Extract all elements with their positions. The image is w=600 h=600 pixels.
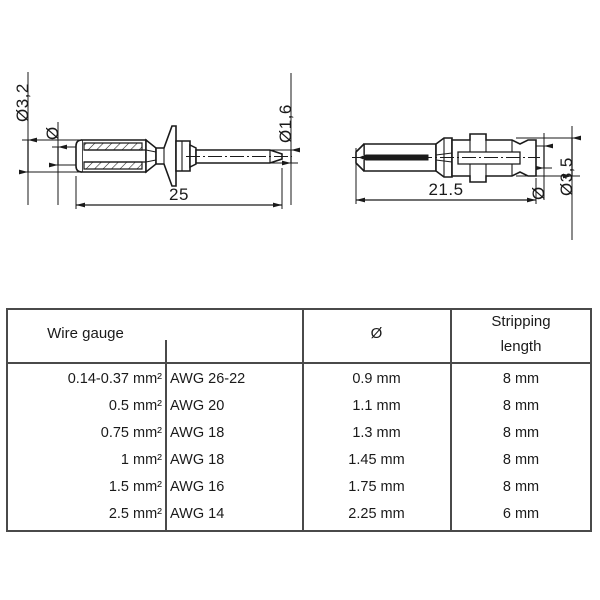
table-header-wire-gauge: Wire gauge [47, 325, 124, 342]
pin-length-dimension: 25 [75, 168, 283, 209]
pin-crimp-diameter-dimension: Ø [43, 126, 67, 168]
socket-body [352, 133, 540, 183]
pin-shoulder-ring [175, 140, 197, 172]
table-divider-stripping [450, 308, 452, 532]
pin-crimp-barrel [75, 139, 147, 173]
table-header-diameter: Ø [370, 325, 383, 342]
pin-diameter-1-6-label: Ø1,6 [276, 104, 295, 143]
table-cell-stripping: 8 mm [502, 479, 540, 495]
pin-diameter-3-2-dimension: Ø3,2 [13, 83, 37, 175]
table-header-separator [6, 362, 592, 364]
table-divider-diameter [302, 308, 304, 532]
table-cell-diameter: 1.75 mm [348, 479, 405, 495]
table-cell-diameter: 1.45 mm [348, 452, 405, 468]
technical-drawing-svg: Ø3,2 Ø Ø1,6 [13, 72, 581, 240]
table-cell-area: 0.75 mm² [100, 425, 162, 441]
pin-drawing: Ø3,2 Ø Ø1,6 [13, 72, 300, 209]
table-header-stripping-line1: Stripping [491, 313, 551, 330]
pin-witness-lines [22, 72, 298, 205]
socket-outer-diameter-label: Ø3,5 [557, 157, 576, 196]
socket-inner-diameter-label: Ø [529, 186, 548, 200]
table-cell-stripping: 8 mm [502, 398, 540, 414]
table-cell-stripping: 8 mm [502, 452, 540, 468]
table-cell-stripping: 6 mm [502, 506, 540, 522]
table-cell-diameter: 1.1 mm [352, 398, 401, 414]
table-cell-awg: AWG 26-22 [170, 371, 246, 387]
pin-diameter-3-2-label: Ø3,2 [13, 83, 32, 122]
socket-drawing: Ø Ø3,5 [352, 126, 581, 240]
socket-length-dimension: 21.5 [355, 148, 537, 204]
table-cell-diameter: 0.9 mm [352, 371, 401, 387]
pin-shaft [186, 149, 292, 164]
pin-crimp-diameter-label: Ø [43, 126, 62, 140]
table-cell-area: 1 mm² [120, 452, 162, 468]
table-cell-area: 0.5 mm² [108, 398, 162, 414]
pin-transition-cone [145, 138, 157, 174]
table-header-stripping-line2: length [500, 338, 542, 355]
table-cell-area: 2.5 mm² [108, 506, 162, 522]
wire-gauge-table-area: Wire gauge Ø Stripping length 0.14-0.37 … [0, 300, 600, 600]
table-cell-awg: AWG 18 [170, 425, 225, 441]
table-cell-awg: AWG 16 [170, 479, 225, 495]
table-cell-diameter: 2.25 mm [348, 506, 405, 522]
table-cell-stripping: 8 mm [502, 371, 540, 387]
socket-inner-diameter-dimension: Ø [529, 143, 553, 200]
table-cell-area: 1.5 mm² [108, 479, 162, 495]
table-outer-border [6, 308, 592, 532]
table-cell-diameter: 1.3 mm [352, 425, 401, 441]
socket-length-label: 21.5 [428, 180, 463, 199]
drawing-area: Ø3,2 Ø Ø1,6 [13, 72, 581, 240]
table-cell-area: 0.14-0.37 mm² [67, 371, 162, 387]
pin-length-label: 25 [169, 185, 189, 204]
table-cell-awg: AWG 14 [170, 506, 225, 522]
table-cell-awg: AWG 18 [170, 452, 225, 468]
pin-locking-flange [155, 125, 177, 187]
table-cell-awg: AWG 20 [170, 398, 225, 414]
socket-outer-diameter-dimension: Ø3,5 [557, 135, 581, 196]
table-cell-stripping: 8 mm [502, 425, 540, 441]
table-divider-gauge-sub [165, 340, 167, 532]
